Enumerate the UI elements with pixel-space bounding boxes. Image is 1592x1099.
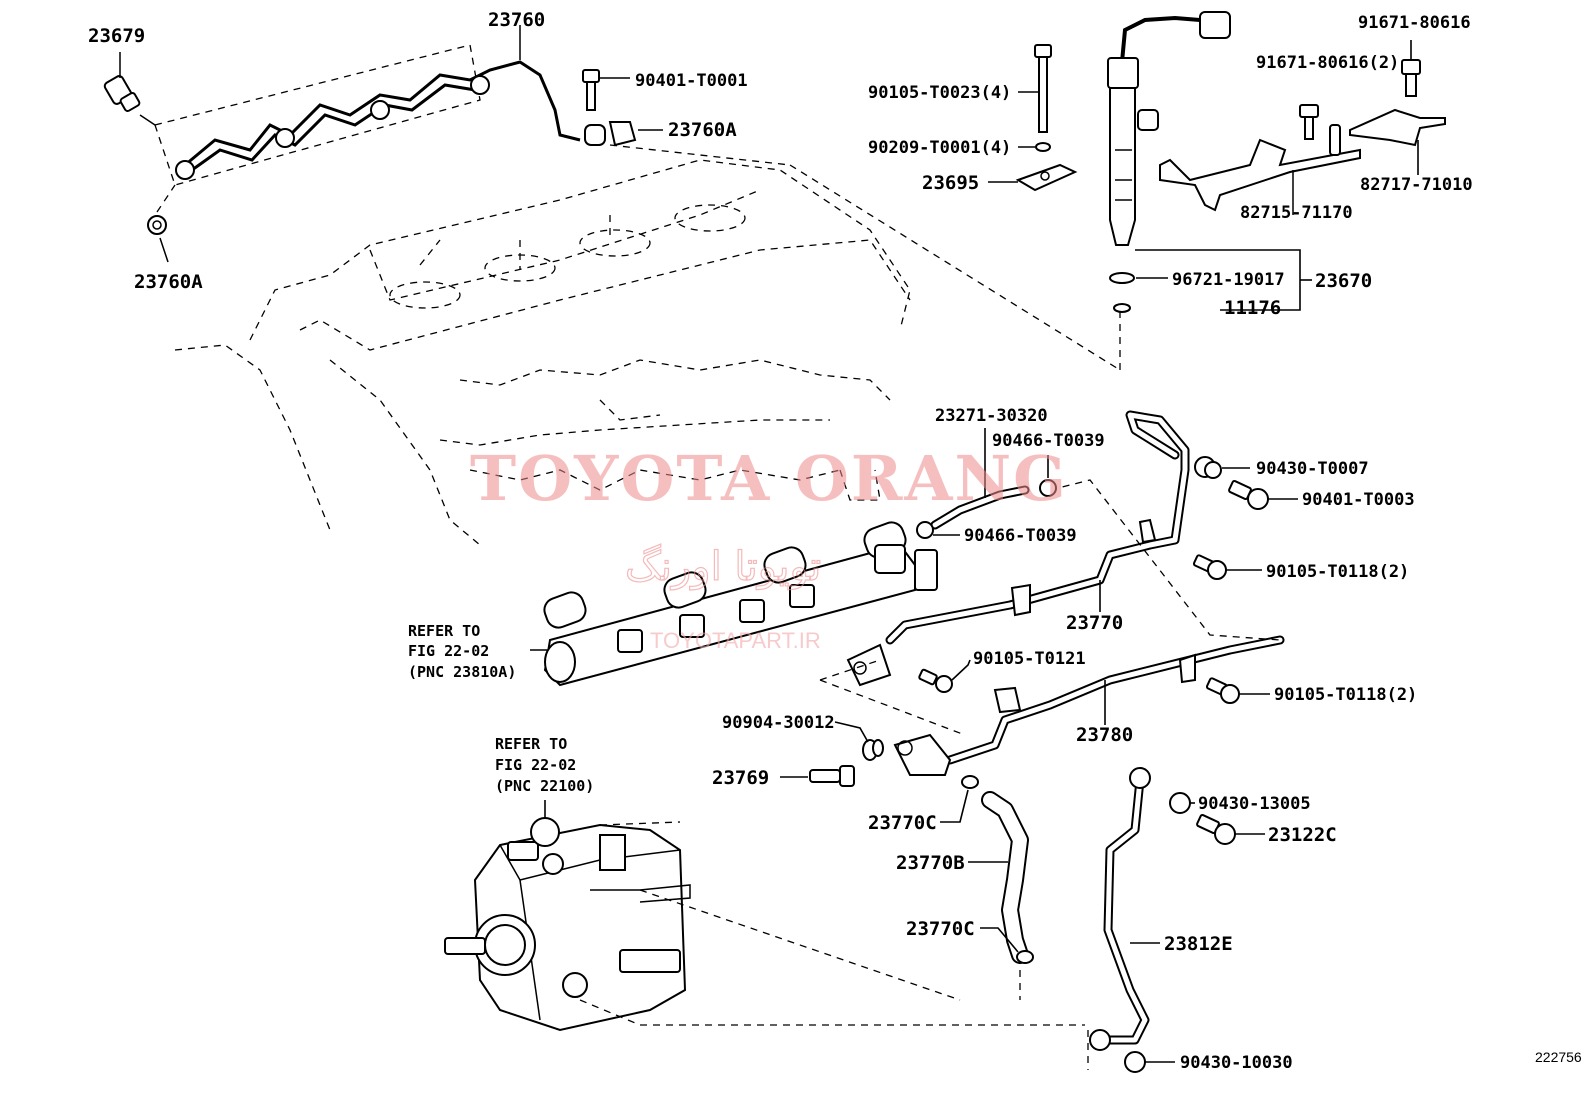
bolt-90105-t0023 — [988, 44, 1078, 192]
label-23770b[interactable]: 23770B — [896, 852, 965, 874]
pipe-23770 — [846, 410, 1190, 687]
label-90430-13005[interactable]: 90430-13005 — [1198, 794, 1311, 814]
pipe-guides — [819, 479, 1281, 736]
hose-23271-30320 — [916, 428, 1057, 539]
reference-pump: REFER TO FIG 22-02 (PNC 22100) — [495, 735, 594, 795]
injector-wire-harness — [139, 25, 581, 186]
label-23760a-top[interactable]: 23760A — [668, 119, 737, 141]
label-23760a-left[interactable]: 23760A — [134, 271, 203, 293]
label-82715-71170[interactable]: 82715-71170 — [1240, 203, 1353, 223]
right-fasteners — [918, 456, 1298, 704]
label-96721-19017[interactable]: 96721-19017 — [1172, 270, 1285, 290]
label-23770[interactable]: 23770 — [1066, 612, 1123, 634]
watermark: TOYOTA ORANG تویوتا اورنگ TOYOTAPART.IR — [470, 442, 1068, 653]
label-23122c[interactable]: 23122C — [1268, 824, 1337, 846]
pipe-23780 — [893, 635, 1285, 776]
label-23679[interactable]: 23679 — [88, 25, 145, 47]
label-23769[interactable]: 23769 — [712, 767, 769, 789]
label-90401-t0003[interactable]: 90401-T0003 — [1302, 490, 1415, 510]
label-90466-t0039-b[interactable]: 90466-T0039 — [964, 526, 1077, 546]
label-90401-t0001[interactable]: 90401-T0001 — [635, 71, 748, 91]
label-23695[interactable]: 23695 — [922, 172, 979, 194]
supply-pump — [444, 800, 1085, 1032]
watermark-persian: تویوتا اورنگ — [625, 544, 821, 590]
label-90209-t0001[interactable]: 90209-T0001(4) — [868, 138, 1011, 158]
hose-23770b — [940, 775, 1034, 1000]
label-90105-t0121[interactable]: 90105-T0121 — [973, 649, 1086, 669]
pipe-23812e — [1087, 767, 1265, 1073]
ref-rail-line2: FIG 22-02 — [408, 642, 489, 660]
label-91671-80616[interactable]: 91671-80616 — [1358, 13, 1471, 33]
ref-rail-line1: REFER TO — [408, 622, 480, 640]
label-90466-t0039-a[interactable]: 90466-T0039 — [992, 431, 1105, 451]
bracket-82715-71170 — [1159, 104, 1361, 215]
ref-rail-line3: (PNC 23810A) — [408, 663, 516, 681]
label-23670[interactable]: 23670 — [1315, 270, 1372, 292]
label-90430-t0007[interactable]: 90430-T0007 — [1256, 459, 1369, 479]
part-labels: 23679 23760 90401-T0001 23760A 23760A 90… — [88, 9, 1473, 1073]
label-11176[interactable]: 11176 — [1224, 297, 1281, 319]
label-23271-30320[interactable]: 23271-30320 — [935, 406, 1048, 426]
label-82717-71010[interactable]: 82717-71010 — [1360, 175, 1473, 195]
engine-outline — [174, 144, 1121, 546]
label-91671-80616-2[interactable]: 91671-80616(2) — [1256, 53, 1399, 73]
clamp-23760a-left — [147, 184, 176, 263]
label-23760[interactable]: 23760 — [488, 9, 545, 31]
label-23780[interactable]: 23780 — [1076, 724, 1133, 746]
label-90430-10030[interactable]: 90430-10030 — [1180, 1053, 1293, 1073]
label-90904-30012[interactable]: 90904-30012 — [722, 713, 835, 733]
fuel-rail — [530, 521, 938, 687]
reference-rail: REFER TO FIG 22-02 (PNC 23810A) — [408, 622, 516, 681]
injector-23670 — [1107, 11, 1312, 313]
watermark-main: TOYOTA ORANG — [470, 442, 1068, 515]
label-90105-t0023[interactable]: 90105-T0023(4) — [868, 83, 1011, 103]
ref-pump-line1: REFER TO — [495, 735, 567, 753]
label-23770c-a[interactable]: 23770C — [868, 812, 937, 834]
plug-23679 — [103, 52, 141, 112]
label-90105-t0118-a[interactable]: 90105-T0118(2) — [1266, 562, 1409, 582]
bracket-82717-71010 — [1349, 40, 1446, 175]
bolt-90401-t0001 — [582, 69, 663, 147]
label-23812e[interactable]: 23812E — [1164, 933, 1233, 955]
ref-pump-line3: (PNC 22100) — [495, 777, 594, 795]
bolt-23769 — [780, 721, 884, 787]
watermark-url: TOYOTAPART.IR — [650, 628, 821, 653]
label-90105-t0118-b[interactable]: 90105-T0118(2) — [1274, 685, 1417, 705]
label-23770c-b[interactable]: 23770C — [906, 918, 975, 940]
diagram-id: 222756 — [1535, 1049, 1582, 1065]
ref-pump-line2: FIG 22-02 — [495, 756, 576, 774]
